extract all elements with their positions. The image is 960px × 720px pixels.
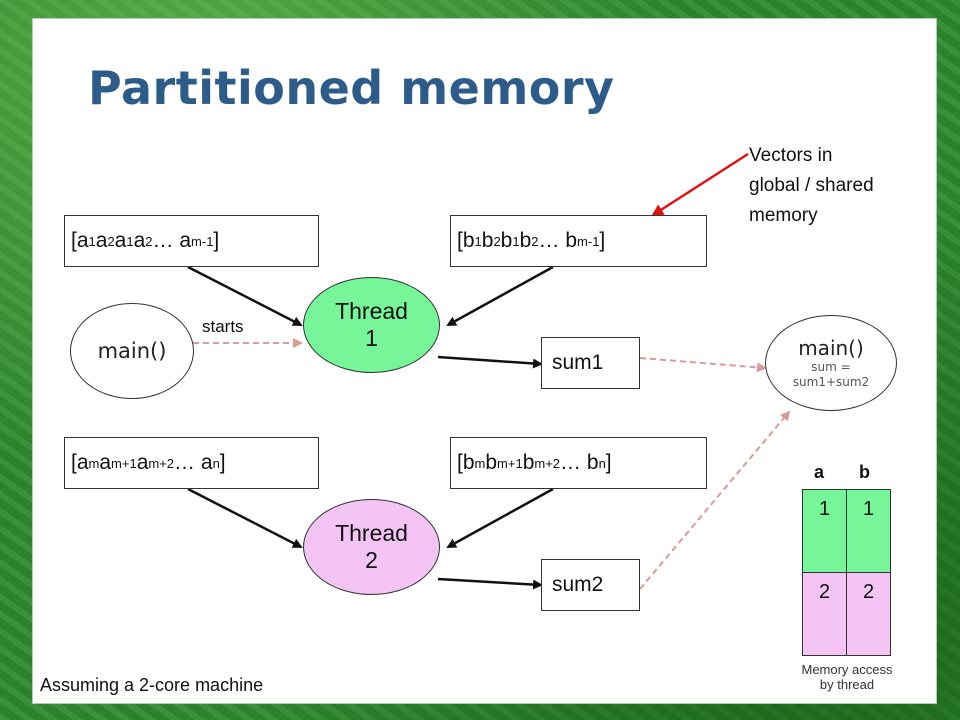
memory-cell: 2: [846, 572, 891, 656]
arrow-sum2-to-main: [639, 410, 791, 590]
memory-cell: 1: [846, 489, 891, 573]
memory-cell: 2: [802, 572, 847, 656]
arrow-thread1-to-sum1: [437, 355, 543, 369]
footnote: Assuming a 2-core machine: [40, 675, 264, 695]
thread-1-oval: Thread 1: [303, 277, 440, 373]
diagram-connectors: [187, 152, 791, 590]
annotation-line-1: Vectors in: [749, 145, 833, 166]
thread-2-number: 2: [365, 547, 378, 573]
shared-memory-annotation: Vectors in global / shared memory: [749, 141, 874, 231]
vector-subscript: 1: [88, 233, 96, 249]
main-left-oval: main(): [70, 303, 194, 399]
thread-2-label: Thread: [335, 520, 408, 546]
memory-cell: 1: [802, 489, 847, 573]
memory-caption-line1: Memory access: [801, 662, 893, 677]
vector-subscript: m: [474, 455, 486, 471]
memory-caption-line2: by thread: [819, 677, 875, 692]
vector-subscript: 2: [145, 233, 153, 249]
thread-1-label: Thread: [335, 298, 408, 324]
vector-subscript: 2: [107, 233, 115, 249]
vector-subscript: m+2: [534, 455, 561, 471]
sum2-box: sum2: [541, 559, 640, 611]
thread-1-number: 1: [365, 325, 378, 351]
vector-subscript: m-1: [577, 233, 600, 249]
main-right-oval: main() sum = sum1+sum2: [765, 315, 897, 411]
main-right-sum-line1: sum =: [811, 360, 851, 374]
memory-header-a: a: [814, 462, 825, 482]
memory-header-b: b: [859, 462, 870, 482]
vector-subscript: m+2: [148, 455, 175, 471]
vector-subscript: 2: [493, 233, 501, 249]
thread-2-oval: Thread 2: [303, 499, 440, 595]
main-right-label: main(): [798, 336, 864, 360]
starts-label: starts: [202, 317, 244, 336]
vector-subscript: 2: [531, 233, 539, 249]
arrow-sum1-to-main: [639, 357, 767, 373]
vector-subscript: m+1: [111, 455, 137, 471]
main-left-label: main(): [97, 339, 167, 363]
sum1-box: sum1: [541, 337, 640, 389]
page-title: Partitioned memory: [88, 61, 615, 115]
annotation-line-3: memory: [749, 205, 818, 226]
vector-subscript: m: [88, 455, 100, 471]
vector-subscript: 1: [512, 233, 520, 249]
arrow-thread2-to-sum2: [437, 577, 543, 590]
arrow-b-top-to-thread1: [446, 265, 554, 327]
annotation-line-2: global / shared: [749, 175, 874, 196]
vector-subscript: 1: [474, 233, 482, 249]
arrow-a-bottom-to-thread2: [187, 487, 303, 549]
vector-subscript: n: [212, 455, 220, 471]
vector-subscript: m+1: [497, 455, 523, 471]
arrow-annotation: [651, 152, 749, 217]
vector-subscript: n: [598, 455, 606, 471]
arrow-b-bottom-to-thread2: [446, 487, 554, 549]
arrow-a-top-to-thread1: [187, 265, 303, 327]
vector-subscript: m-1: [191, 233, 214, 249]
slide-canvas: Partitioned memory Vectors in glob: [32, 18, 937, 704]
memory-caption: Memory access by thread: [784, 662, 910, 692]
vector-subscript: 1: [126, 233, 134, 249]
main-right-sum-line2: sum1+sum2: [792, 375, 870, 389]
